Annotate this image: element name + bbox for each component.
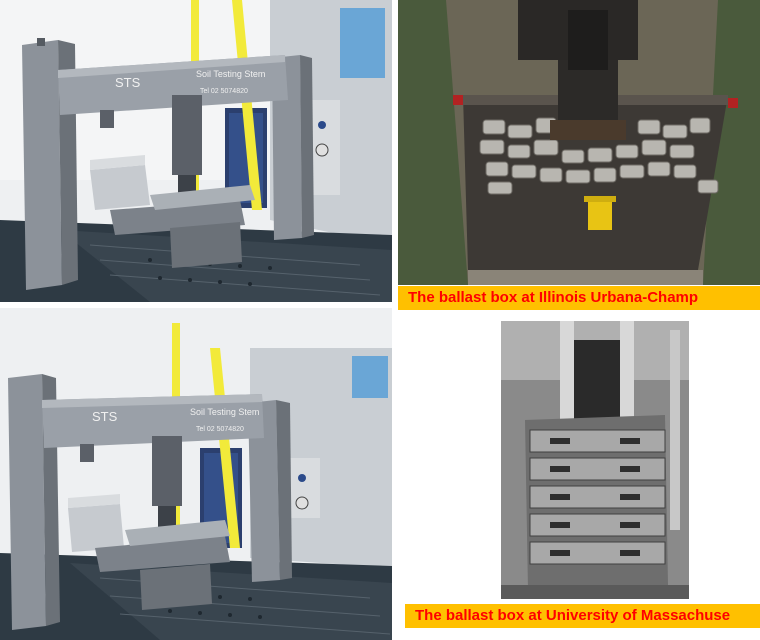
sign-name: Soil Testing Stem xyxy=(190,407,259,417)
photo-massachusetts-ballast-box xyxy=(500,320,690,600)
beam-label: STS xyxy=(115,75,141,90)
sign-tel: Tel 02 5074820 xyxy=(200,88,248,95)
caption-massachusetts: The ballast box at University of Massach… xyxy=(405,604,760,628)
caption-illinois: The ballast box at Illinois Urbana-Champ xyxy=(398,286,760,310)
photo-illinois-ballast-box xyxy=(398,0,760,285)
render-bottom: STS Soil Testing Stem Tel 02 5074820 xyxy=(0,308,392,640)
render-top: STS Soil Testing Stem Tel 02 5074820 xyxy=(0,0,392,302)
beam-label: STS xyxy=(92,409,118,424)
sign-tel: Tel 02 5074820 xyxy=(196,426,244,433)
sign-name: Soil Testing Stem xyxy=(196,69,265,79)
